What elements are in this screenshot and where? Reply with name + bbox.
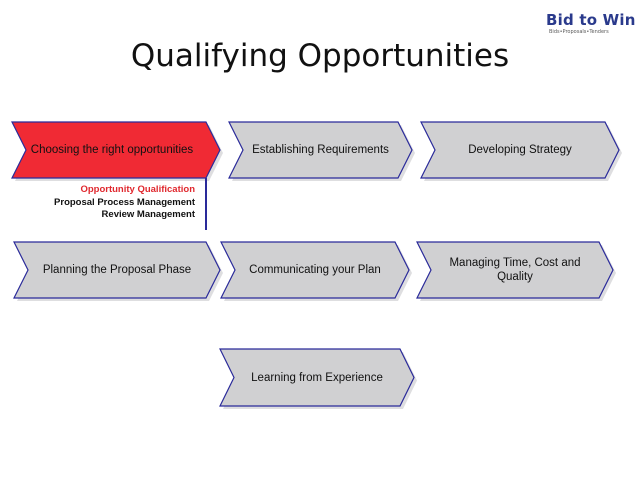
step-arrow-choosing-opportunities[interactable]: Choosing the right opportunities	[11, 121, 223, 181]
chevron-arrow-shape	[219, 348, 417, 409]
step-arrow-establishing-requirements[interactable]: Establishing Requirements	[228, 121, 415, 181]
arrow-body	[420, 121, 620, 179]
sub-items-divider	[205, 178, 207, 230]
step-label: Learning from Experience	[251, 371, 383, 384]
step-label: Planning the Proposal Phase	[42, 264, 192, 276]
step-label: Choosing the right opportunities	[30, 144, 194, 156]
sub-item-opportunity-qualification[interactable]: Opportunity Qualification	[80, 184, 195, 195]
chevron-arrow-shape	[420, 121, 622, 181]
step-arrow-managing-time-cost-quality[interactable]: Managing Time, Cost and Quality	[416, 241, 616, 301]
chevron-arrow-shape	[416, 241, 616, 301]
step-arrow-planning-proposal-phase[interactable]: Planning the Proposal Phase	[13, 241, 223, 301]
arrow-body	[416, 241, 614, 299]
step-arrow-communicating-plan[interactable]: Communicating your Plan	[220, 241, 412, 301]
sub-items-list: Opportunity Qualification Proposal Proce…	[20, 184, 195, 222]
chevron-arrow-shape	[13, 241, 223, 301]
logo-wordmark: Bid to Win	[546, 11, 636, 29]
step-label: Establishing Requirements	[252, 144, 389, 156]
step-arrow-learning-from-experience[interactable]: Learning from Experience	[219, 348, 417, 409]
bid-to-win-logo: Bid to Win Bids•Proposals•Tenders	[546, 12, 636, 40]
logo-tagline: Bids•Proposals•Tenders	[549, 29, 609, 35]
sub-item-review-management[interactable]: Review Management	[101, 209, 195, 220]
step-arrow-developing-strategy[interactable]: Developing Strategy	[420, 121, 622, 181]
sub-item-proposal-process-management[interactable]: Proposal Process Management	[54, 196, 195, 208]
chevron-arrow-shape	[11, 121, 223, 181]
step-label: Communicating your Plan	[249, 264, 381, 276]
arrow-body	[228, 121, 413, 179]
arrow-body	[13, 241, 221, 299]
chevron-arrow-shape	[220, 241, 412, 301]
step-label: Managing Time, Cost and Quality	[449, 257, 581, 283]
arrow-body	[219, 348, 415, 407]
step-label: Developing Strategy	[468, 144, 572, 156]
slide-title: Qualifying Opportunities	[130, 38, 510, 74]
chevron-arrow-shape	[228, 121, 415, 181]
arrow-body	[220, 241, 410, 299]
